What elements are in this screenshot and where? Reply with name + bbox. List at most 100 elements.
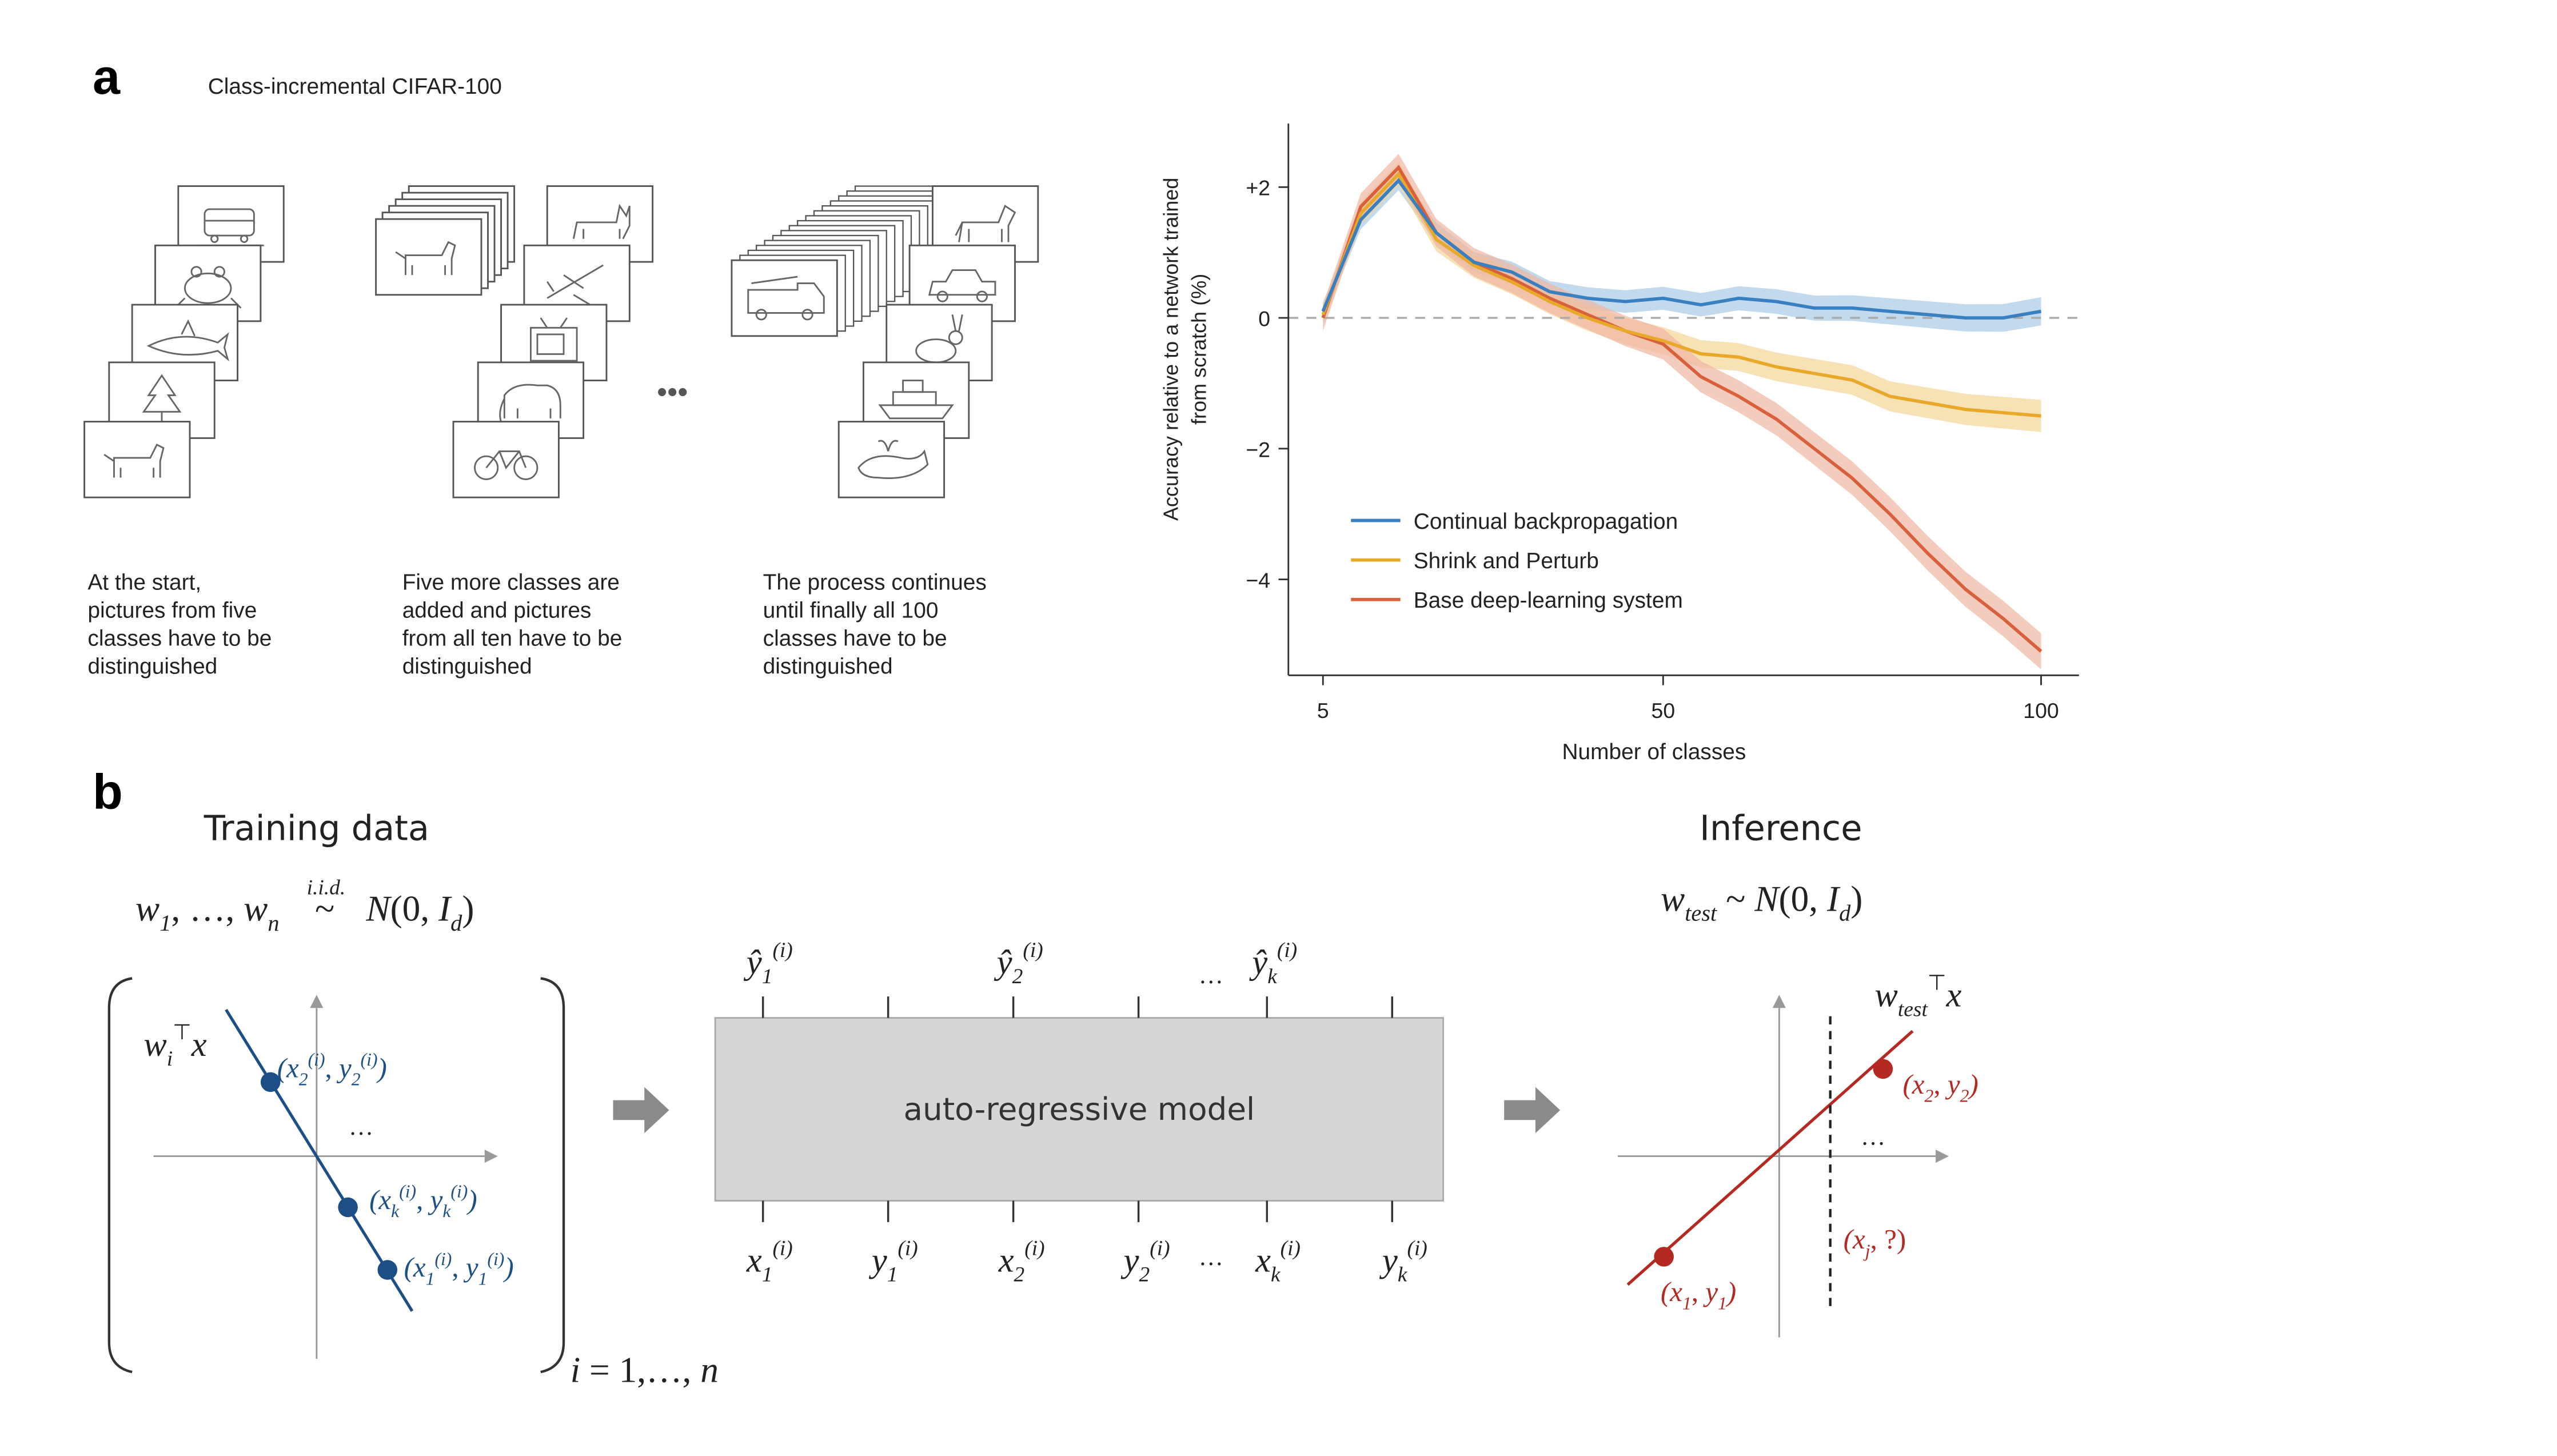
bicycle-card (452, 421, 560, 498)
point-label-right-x2: (x2, y2) (1902, 1068, 1978, 1106)
input-y2: y2(i) (1120, 1236, 1170, 1286)
caption-3-line-4: distinguished (763, 654, 893, 679)
band-1 (1323, 162, 2041, 432)
input-xk: xk(i) (1255, 1236, 1301, 1286)
model-box (714, 1017, 1445, 1202)
index-range: i = 1,…, n (571, 1350, 719, 1390)
right-x-axis-arrow (1936, 1150, 1949, 1163)
output-y1: ŷ1(i) (743, 939, 793, 988)
horse-card (932, 185, 1039, 263)
svg-text:i.i.d.: i.i.d. (307, 876, 346, 900)
point-label-query: (xj, ?) (1844, 1223, 1906, 1260)
horse-icon (955, 204, 1016, 242)
caption-3-line-1: The process continues (763, 570, 987, 595)
series-lines (1321, 165, 2043, 653)
caption-3-line-2: until finally all 100 (763, 598, 939, 623)
point-right-x2 (1873, 1059, 1893, 1079)
image-stack-1 (83, 185, 285, 498)
point-right-x1 (1654, 1247, 1674, 1267)
car-card (908, 244, 1016, 322)
caption-1-line-3: classes have to be (87, 626, 272, 651)
point-x2 (260, 1072, 281, 1092)
input-x1: x1(i) (746, 1236, 793, 1286)
regression-line-right (1626, 1030, 1914, 1286)
caption-2-line-3: from all ten have to be (402, 626, 623, 651)
confidence-bands (1323, 154, 2041, 670)
caption-3: The process continues until finally all … (763, 570, 987, 679)
output-ellipsis: … (1199, 962, 1223, 989)
svg-text:N(0, Id): N(0, Id) (365, 889, 474, 936)
ellipsis-right: … (1861, 1123, 1885, 1150)
airplane-card (523, 244, 631, 322)
point-label-xk: (xk(i), yk(i)) (369, 1182, 477, 1222)
right-y-axis-arrow (1772, 995, 1786, 1008)
input-y1: y1(i) (868, 1236, 918, 1286)
y-tick-label: +2 (1246, 176, 1270, 200)
caption-2-line-1: Five more classes are (402, 570, 620, 595)
airplane-icon (546, 264, 604, 306)
cat-icon (572, 204, 631, 240)
band-0 (1323, 170, 2041, 332)
x-tick-label: 50 (1652, 699, 1676, 723)
series-line-0 (1321, 178, 2041, 320)
panel-a-label: a (93, 50, 121, 105)
shark-icon (146, 319, 229, 362)
caption-3-line-3: classes have to be (763, 626, 947, 651)
input-x2: x2(i) (998, 1236, 1045, 1286)
tv-card (500, 304, 608, 382)
caption-1-line-1: At the start, (87, 570, 201, 595)
whale-icon (857, 440, 929, 479)
shark-card (131, 304, 239, 382)
inference-formula: wtest ~ N(0, Id) (1661, 879, 1862, 926)
regression-line-left (225, 1008, 414, 1312)
inference-plot: wtest⊤x (x2, y2) … (xj, ?) (x1, y1) (1618, 972, 1978, 1338)
frog-card (154, 244, 262, 322)
caption-1-line-2: pictures from five (87, 598, 257, 623)
caption-2: Five more classes are added and pictures… (402, 570, 623, 679)
input-ellipsis: … (1199, 1243, 1223, 1271)
deck-large (731, 185, 962, 337)
output-yk: ŷk(i) (1248, 939, 1297, 988)
left-x-axis-arrow (484, 1150, 498, 1163)
frog-icon (174, 266, 242, 309)
elephant-card (477, 361, 585, 439)
dog-card-1 (83, 421, 191, 498)
y-ticks: +20−2−4 (1246, 176, 1289, 592)
training-title: Training data (204, 808, 429, 848)
ship-icon (878, 380, 954, 420)
output-ticks (761, 996, 1394, 1018)
cat-card (546, 185, 654, 263)
legend-label: Continual backpropagation (1414, 509, 1678, 534)
y-axis-label-line-1: Accuracy relative to a network trained (1159, 178, 1183, 521)
y-tick-label: −4 (1246, 568, 1270, 592)
input-yk: yk(i) (1379, 1236, 1427, 1286)
x-tick-label: 100 (2023, 699, 2059, 723)
caption-1-line-4: distinguished (87, 654, 217, 679)
panel-b-label: b (93, 765, 123, 820)
arrow-right-1 (613, 1087, 669, 1134)
ship-card (862, 361, 970, 439)
input-ticks (761, 1200, 1394, 1222)
dog-icon (395, 241, 456, 276)
left-bracket (107, 977, 133, 1374)
left-y-axis-arrow (310, 995, 324, 1008)
deck-small (375, 185, 516, 296)
elephant-icon (499, 384, 561, 422)
right-bracket (540, 977, 565, 1374)
band-2 (1323, 154, 2041, 670)
panel-a-title: Class-incremental CIFAR-100 (208, 74, 502, 99)
point-label-x1: (x1(i), y1(i)) (404, 1249, 514, 1289)
ellipsis: ••• (657, 375, 688, 408)
point-label-x2: (x2(i), y2(i)) (277, 1050, 387, 1090)
tv-icon (529, 317, 578, 362)
line-label-right: wtest⊤x (1875, 972, 1962, 1022)
caption-2-line-2: added and pictures (402, 598, 592, 623)
y-axis-label-line-2: from scratch (%) (1187, 274, 1211, 425)
legend-label: Base deep-learning system (1414, 588, 1683, 613)
point-xk (338, 1197, 358, 1218)
image-stack-3 (731, 185, 1039, 498)
series-line-1 (1321, 171, 2041, 418)
